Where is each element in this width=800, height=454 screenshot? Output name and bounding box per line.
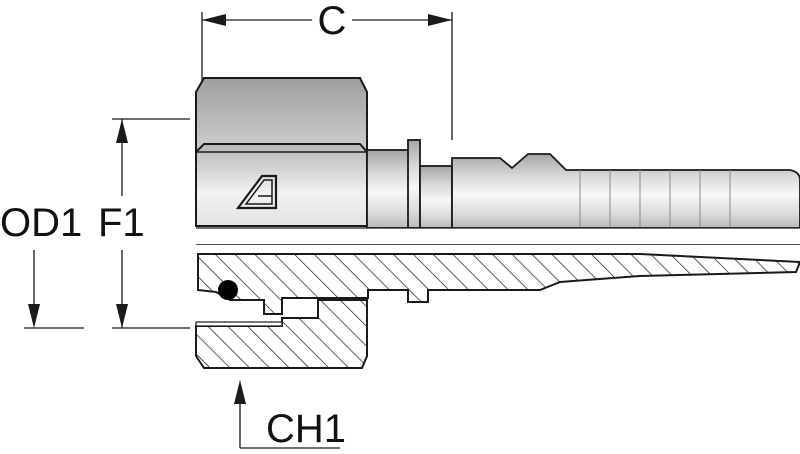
dimension-f1	[112, 118, 190, 329]
dimension-c	[201, 12, 453, 140]
stem-section	[197, 253, 800, 315]
brand-logo-icon	[235, 174, 278, 210]
stem-exterior	[366, 139, 800, 229]
nut-section	[195, 299, 368, 369]
dimension-od1	[24, 250, 84, 329]
dimension-ch1	[234, 380, 340, 449]
dimension-label-f1: F1	[98, 201, 145, 245]
hex-nut-exterior	[195, 77, 368, 227]
dimension-label-od1: OD1	[0, 201, 82, 245]
o-ring-icon	[218, 280, 238, 300]
dimension-label-ch1: CH1	[266, 407, 346, 451]
dimension-label-c: C	[318, 0, 347, 43]
